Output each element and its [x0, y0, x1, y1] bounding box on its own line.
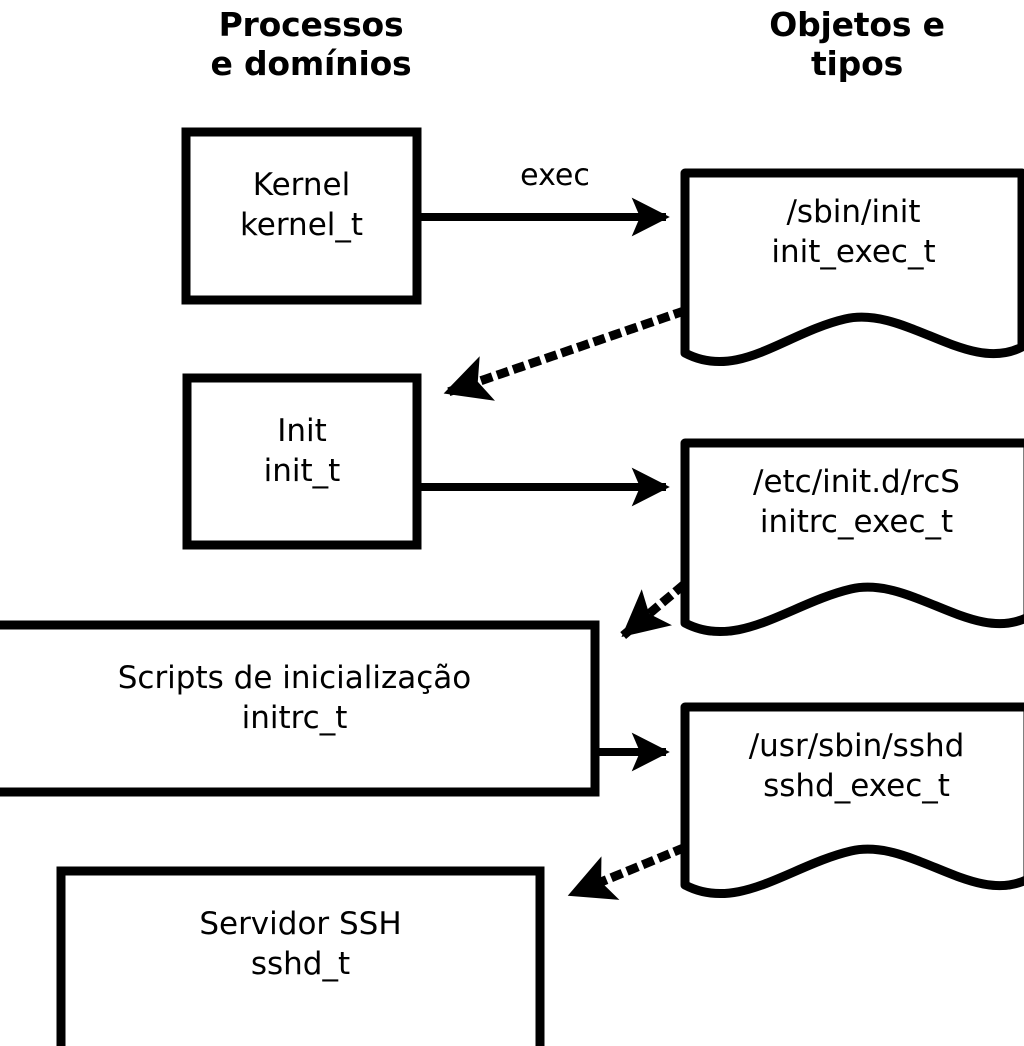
- node-shape-initrc-exec[interactable]: [680, 438, 1024, 637]
- edge-sshd-exec-to-sshd: [566, 843, 687, 900]
- node-shape-initrc[interactable]: [0, 620, 600, 797]
- edge-initrc-exec-to-initrc: [618, 580, 688, 641]
- edge-label-exec: exec: [520, 158, 590, 193]
- node-shape-sshd-exec[interactable]: [680, 702, 1024, 899]
- column-header-objects: Objetos e tipos: [769, 5, 945, 83]
- node-shape-kernel[interactable]: [181, 127, 422, 305]
- edge-init-exec-to-init: [442, 306, 687, 401]
- column-header-processes: Processos e domínios: [210, 5, 412, 83]
- node-shape-init[interactable]: [182, 373, 422, 550]
- node-shape-sshd[interactable]: [56, 866, 545, 1046]
- node-shape-init-exec[interactable]: [680, 168, 1024, 367]
